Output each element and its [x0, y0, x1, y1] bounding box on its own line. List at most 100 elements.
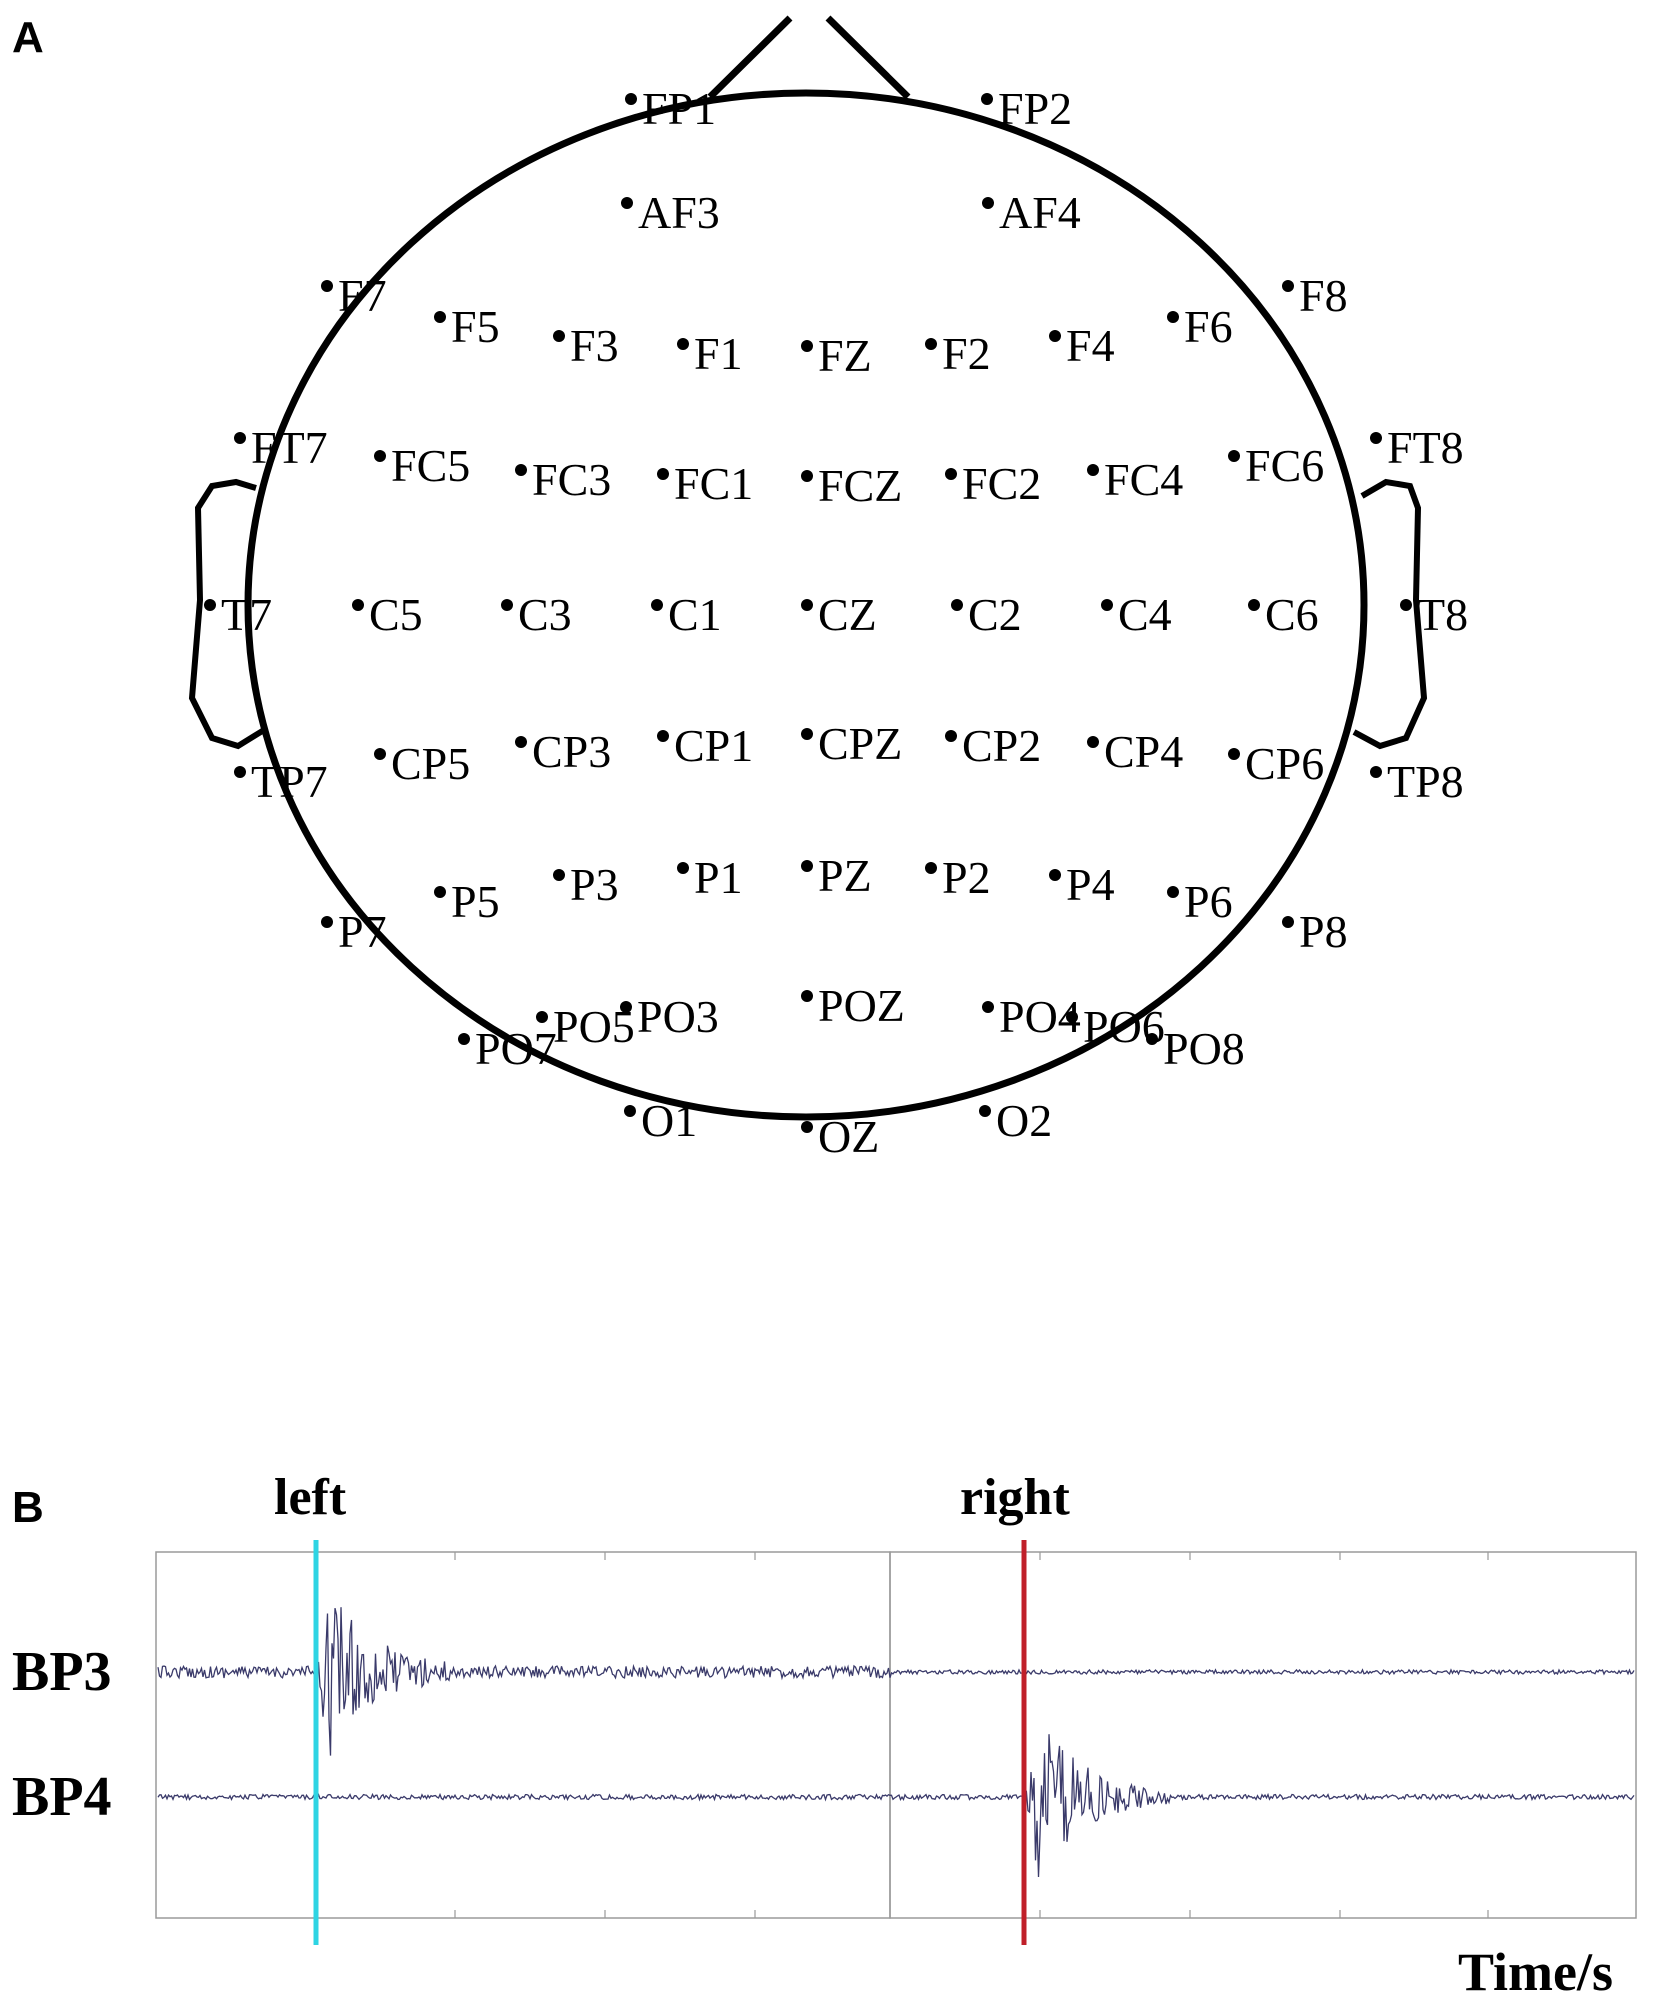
panel-b-letter: B — [12, 1483, 44, 1532]
svg-text:F7: F7 — [338, 270, 387, 321]
electrode-P5: P5 — [434, 876, 500, 927]
electrode-CP5: CP5 — [374, 738, 470, 789]
trace-bp3 — [157, 1607, 1635, 1756]
svg-text:C6: C6 — [1265, 589, 1319, 640]
plot-frame-left — [155, 1551, 891, 1919]
electrode-F4: F4 — [1049, 320, 1115, 371]
electrode-P6: P6 — [1167, 876, 1233, 927]
svg-text:CZ: CZ — [818, 589, 877, 640]
electrode-FC3: FC3 — [515, 454, 611, 505]
electrode-CPZ: CPZ — [801, 718, 902, 769]
electrode-C6: C6 — [1248, 589, 1319, 640]
electrode-FT7: FT7 — [234, 422, 328, 473]
electrode-FZ: FZ — [801, 330, 872, 381]
electrode-TP8: TP8 — [1370, 756, 1464, 807]
electrode-CP1: CP1 — [657, 720, 753, 771]
svg-text:CP3: CP3 — [532, 726, 611, 777]
svg-text:C3: C3 — [518, 589, 572, 640]
electrode-P7: P7 — [321, 906, 387, 957]
electrode-CP3: CP3 — [515, 726, 611, 777]
electrode-FT8: FT8 — [1370, 422, 1464, 473]
svg-text:FC4: FC4 — [1104, 454, 1183, 505]
right-ear-outline — [1352, 478, 1428, 750]
electrode-F3: F3 — [553, 320, 619, 371]
marker-label-right: right — [960, 1469, 1070, 1526]
electrode-PO7: PO7 — [458, 1023, 557, 1074]
svg-text:P6: P6 — [1184, 876, 1233, 927]
svg-text:P3: P3 — [570, 859, 619, 910]
svg-text:FC6: FC6 — [1245, 440, 1324, 491]
x-axis-ticks — [314, 1552, 1489, 1918]
electrode-FC5: FC5 — [374, 440, 470, 491]
svg-text:P2: P2 — [942, 852, 991, 903]
svg-text:F8: F8 — [1299, 270, 1348, 321]
svg-text:F1: F1 — [694, 328, 743, 379]
electrode-FC4: FC4 — [1087, 454, 1183, 505]
svg-text:F6: F6 — [1184, 301, 1233, 352]
svg-text:TP8: TP8 — [1387, 756, 1464, 807]
trace-label-bp3: BP3 — [12, 1641, 112, 1703]
panel-a-letter: A — [12, 13, 44, 62]
svg-text:CP4: CP4 — [1104, 726, 1183, 777]
svg-text:C2: C2 — [968, 589, 1022, 640]
electrode-C3: C3 — [501, 589, 572, 640]
electrode-OZ: OZ — [801, 1111, 879, 1162]
electrode-TP7: TP7 — [234, 756, 328, 807]
electrode-CP6: CP6 — [1228, 738, 1324, 789]
svg-text:FP2: FP2 — [998, 83, 1072, 134]
electrode-F7: F7 — [321, 270, 387, 321]
electrode-P8: P8 — [1282, 906, 1348, 957]
svg-text:P7: P7 — [338, 906, 387, 957]
trace-bp4 — [157, 1734, 1635, 1878]
electrode-F6: F6 — [1167, 301, 1233, 352]
electrode-PO8: PO8 — [1146, 1023, 1245, 1074]
electrode-C1: C1 — [651, 589, 722, 640]
electrode-PO4: PO4 — [982, 991, 1081, 1042]
svg-text:FP1: FP1 — [642, 83, 716, 134]
electrode-P1: P1 — [677, 852, 743, 903]
svg-text:CP6: CP6 — [1245, 738, 1324, 789]
svg-text:F3: F3 — [570, 320, 619, 371]
electrode-F2: F2 — [925, 328, 991, 379]
svg-text:AF4: AF4 — [999, 187, 1081, 238]
electrode-FP1: FP1 — [625, 83, 716, 134]
nose-outline — [707, 15, 911, 100]
svg-text:TP7: TP7 — [251, 756, 328, 807]
svg-text:C4: C4 — [1118, 589, 1172, 640]
electrode-AF4: AF4 — [982, 187, 1081, 238]
svg-text:FT7: FT7 — [251, 422, 328, 473]
svg-text:P8: P8 — [1299, 906, 1348, 957]
svg-text:T7: T7 — [221, 589, 272, 640]
electrode-P2: P2 — [925, 852, 991, 903]
svg-text:FZ: FZ — [818, 330, 872, 381]
electrode-O1: O1 — [624, 1095, 697, 1146]
svg-text:PO3: PO3 — [637, 991, 719, 1042]
trace-label-bp4: BP4 — [12, 1766, 112, 1828]
electrode-C2: C2 — [951, 589, 1022, 640]
svg-text:CP5: CP5 — [391, 738, 470, 789]
electrode-AF3: AF3 — [621, 187, 720, 238]
electrode-PO3: PO3 — [620, 991, 719, 1042]
panel-b-eeg-traces: B left right BP3 BP4 Time/s — [12, 1469, 1637, 1999]
electrode-CP2: CP2 — [945, 720, 1041, 771]
electrode-FC6: FC6 — [1228, 440, 1324, 491]
electrode-C5: C5 — [352, 589, 423, 640]
electrode-P4: P4 — [1049, 859, 1115, 910]
svg-text:PZ: PZ — [818, 850, 872, 901]
electrode-T8: T8 — [1400, 589, 1468, 640]
svg-text:C1: C1 — [668, 589, 722, 640]
left-ear-outline — [188, 478, 266, 750]
svg-text:FC5: FC5 — [391, 440, 470, 491]
svg-text:FCZ: FCZ — [818, 460, 902, 511]
electrode-P3: P3 — [553, 859, 619, 910]
electrode-POZ: POZ — [801, 980, 905, 1031]
svg-text:P5: P5 — [451, 876, 500, 927]
svg-text:CP2: CP2 — [962, 720, 1041, 771]
electrode-F1: F1 — [677, 328, 743, 379]
svg-text:P1: P1 — [694, 852, 743, 903]
head-outline — [244, 89, 1368, 1121]
electrode-FP2: FP2 — [981, 83, 1072, 134]
marker-label-left: left — [274, 1469, 347, 1526]
electrode-PZ: PZ — [801, 850, 872, 901]
